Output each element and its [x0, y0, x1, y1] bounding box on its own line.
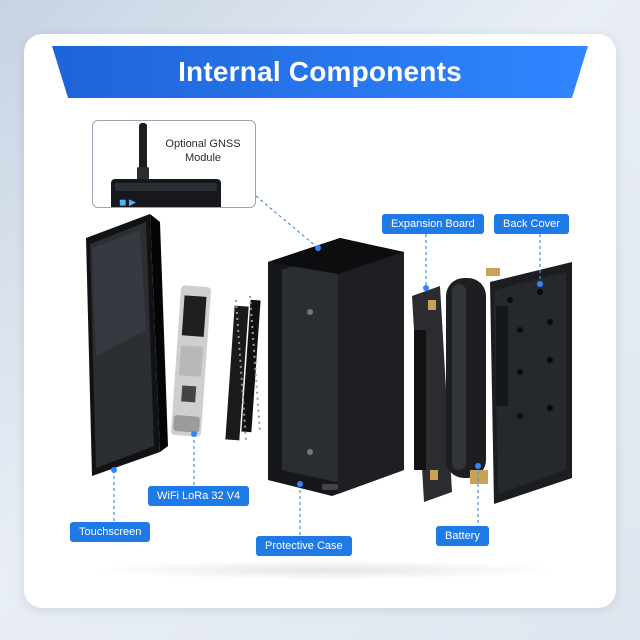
back-cover-image: [486, 262, 572, 504]
gnss-module-image: ◼ ▶: [111, 123, 221, 207]
label-back-cover: Back Cover: [494, 214, 569, 234]
svg-text:◼ ▶: ◼ ▶: [119, 197, 136, 207]
battery-image: [446, 278, 488, 484]
gnss-callout: ◼ ▶ Optional GNSS Module: [92, 120, 256, 208]
title-banner: Internal Components: [52, 46, 588, 98]
lora-board-image: [171, 285, 211, 437]
gnss-label-line2: Module: [184, 152, 222, 164]
leader-lines: [111, 195, 543, 536]
expansion-board-image: [412, 286, 452, 502]
gnss-callout-text: Optional GNSS Module: [155, 137, 251, 165]
page-title: Internal Components: [178, 56, 462, 87]
gnss-label-line1: Optional GNSS: [165, 138, 241, 150]
label-expansion-board: Expansion Board: [382, 214, 484, 234]
protective-case-image: [268, 238, 404, 496]
label-battery: Battery: [436, 526, 489, 546]
label-touchscreen: Touchscreen: [70, 522, 151, 542]
floor-shadow: [90, 560, 560, 580]
pin-header-image: [225, 295, 261, 441]
label-wifi-lora: WiFi LoRa 32 V4: [148, 486, 250, 506]
label-protective-case: Protective Case: [256, 536, 352, 556]
touchscreen-image: [86, 214, 168, 476]
